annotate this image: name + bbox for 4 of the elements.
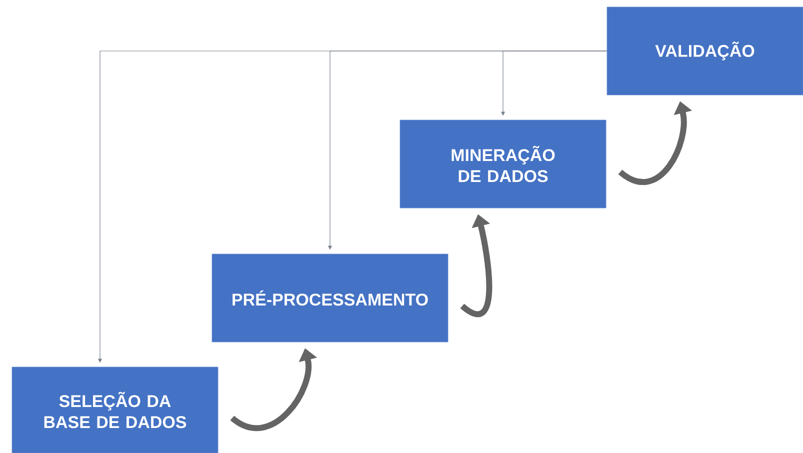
process-box: PRÉ-PROCESSAMENTO (212, 254, 448, 342)
process-box: SELEÇÃO DA BASE DE DADOS (12, 366, 218, 453)
process-box: MINERAÇÃO DE DADOS (400, 120, 606, 208)
process-box: VALIDAÇÃO (606, 6, 803, 96)
